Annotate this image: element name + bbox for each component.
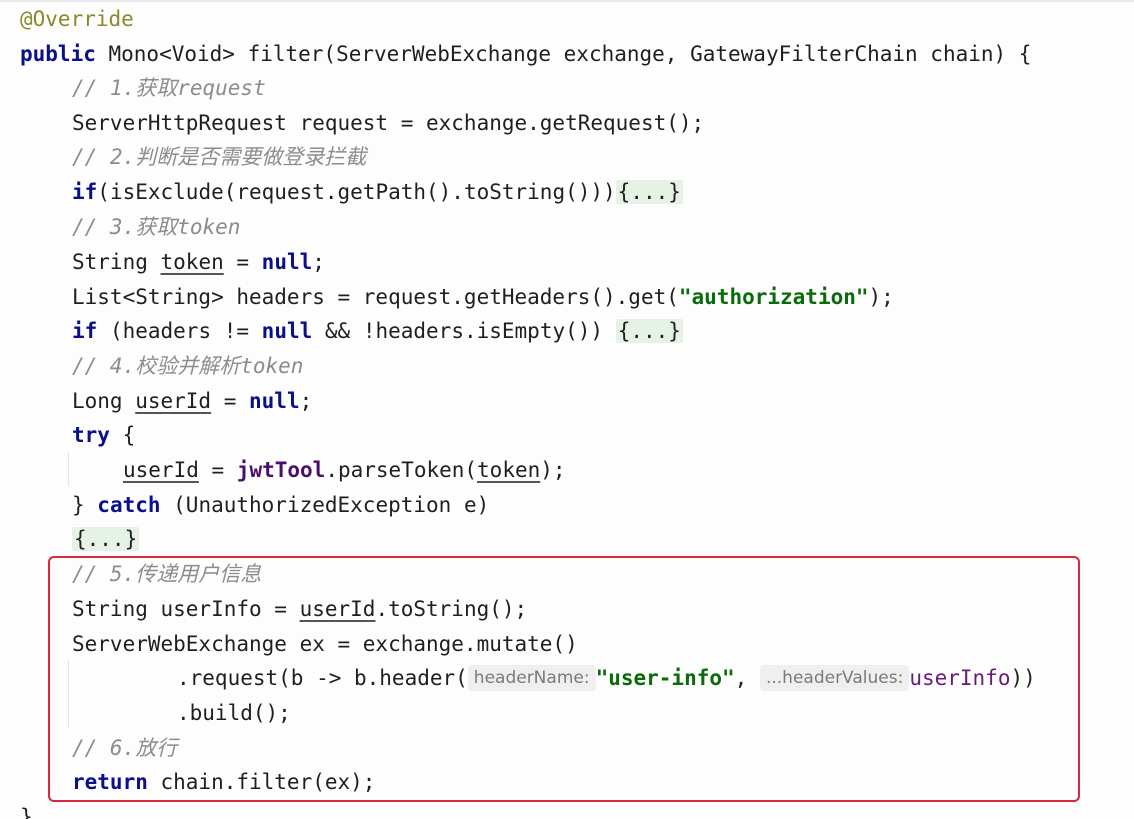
string-literal: "authorization" <box>678 285 869 309</box>
keyword: catch <box>97 493 161 517</box>
comment: // 6.放行 <box>72 736 178 760</box>
folded-block[interactable]: {...} <box>615 319 683 343</box>
keyword: null <box>261 250 313 274</box>
semicolon: ; <box>299 389 313 413</box>
closing-brace: } <box>20 805 33 819</box>
code-line-17: // 5.传递用户信息 <box>72 557 261 591</box>
method-call: .parseToken( <box>325 458 478 482</box>
brace: } <box>72 493 98 517</box>
condition: && !headers.isEmpty()) <box>312 319 616 343</box>
operator: = <box>198 458 237 482</box>
statement-end: ); <box>868 285 894 309</box>
code-line-20: .request(b -> b.header(headerName:"user-… <box>177 661 1036 695</box>
variable: userId <box>135 389 212 413</box>
type: String <box>72 250 161 274</box>
indent-guide <box>68 660 69 728</box>
argument: userInfo <box>909 666 1011 690</box>
code-line-2: public Mono<Void> filter(ServerWebExchan… <box>20 37 1031 71</box>
statement: ServerWebExchange ex = exchange.mutate() <box>72 632 578 656</box>
operator: = <box>223 250 262 274</box>
statement-end: ); <box>540 458 566 482</box>
brace: { <box>109 423 136 447</box>
keyword: if <box>72 319 98 343</box>
keyword: try <box>72 423 110 447</box>
keyword: null <box>261 319 313 343</box>
statement-end: )) <box>1010 666 1036 690</box>
code-line-4: ServerHttpRequest request = exchange.get… <box>72 106 704 140</box>
code-line-22: // 6.放行 <box>72 731 177 765</box>
code-line-10: if (headers != null && !headers.isEmpty(… <box>72 314 683 348</box>
comment: // 2.判断是否需要做登录拦截 <box>72 145 367 169</box>
parameter-hint: headerName: <box>467 665 596 691</box>
statement: String userInfo = <box>72 597 300 621</box>
code-line-6: if(isExclude(request.getPath().toString(… <box>72 175 683 209</box>
variable: userId <box>299 597 376 621</box>
editor-top-border <box>0 0 1134 2</box>
code-line-16: {...} <box>72 522 140 556</box>
condition: (headers != <box>97 319 262 343</box>
code-line-15: } catch (UnauthorizedException e) <box>72 488 489 522</box>
code-line-1: @Override <box>20 2 134 36</box>
parameter-hint: ...headerValues: <box>759 665 910 691</box>
comment: // 5.传递用户信息 <box>72 562 262 586</box>
field: jwtTool <box>236 458 326 482</box>
keyword: return <box>72 770 148 794</box>
operator: = <box>211 389 250 413</box>
statement: List<String> headers = request.getHeader… <box>72 285 679 309</box>
argument: token <box>477 458 541 482</box>
code-line-12: Long userId = null; <box>72 384 312 418</box>
method-call: .build(); <box>177 701 291 725</box>
code-line-7: // 3.获取token <box>72 210 240 244</box>
keyword: public <box>20 42 96 66</box>
folded-block[interactable]: {...} <box>72 527 140 551</box>
statement: ServerHttpRequest request = exchange.get… <box>72 111 705 135</box>
code-line-24: } <box>20 800 33 819</box>
code-line-14: userId = jwtTool.parseToken(token); <box>123 453 566 487</box>
keyword: null <box>249 389 300 413</box>
semicolon: ; <box>312 250 325 274</box>
code-line-18: String userInfo = userId.toString(); <box>72 592 527 626</box>
code-line-13: try { <box>72 418 135 452</box>
code-line-21: .build(); <box>177 696 291 730</box>
method-signature: Mono<Void> filter(ServerWebExchange exch… <box>95 42 1032 66</box>
statement: chain.filter(ex); <box>147 770 376 794</box>
code-line-11: // 4.校验并解析token <box>72 349 303 383</box>
type: Long <box>72 389 136 413</box>
method-call: .request(b -> b.header( <box>177 666 468 690</box>
highlight-box <box>48 556 1080 802</box>
catch-clause: (UnauthorizedException e) <box>160 493 490 517</box>
code-line-19: ServerWebExchange ex = exchange.mutate() <box>72 627 578 661</box>
condition: (isExclude(request.getPath().toString())… <box>97 180 616 204</box>
variable: userId <box>123 458 199 482</box>
annotation: @Override <box>20 7 134 31</box>
string-literal: "user-info" <box>595 666 735 690</box>
code-line-9: List<String> headers = request.getHeader… <box>72 280 894 314</box>
keyword: if <box>72 180 98 204</box>
comment: // 4.校验并解析token <box>72 354 304 378</box>
code-line-8: String token = null; <box>72 245 325 279</box>
folded-block[interactable]: {...} <box>615 180 683 204</box>
code-line-3: // 1.获取request <box>72 71 266 105</box>
code-line-23: return chain.filter(ex); <box>72 765 375 799</box>
comment: // 1.获取request <box>72 76 266 100</box>
method-call: .toString(); <box>375 597 528 621</box>
indent-guide <box>68 452 69 486</box>
variable: token <box>160 250 224 274</box>
comment: // 3.获取token <box>72 215 241 239</box>
comma: , <box>734 666 760 690</box>
code-line-5: // 2.判断是否需要做登录拦截 <box>72 140 366 174</box>
